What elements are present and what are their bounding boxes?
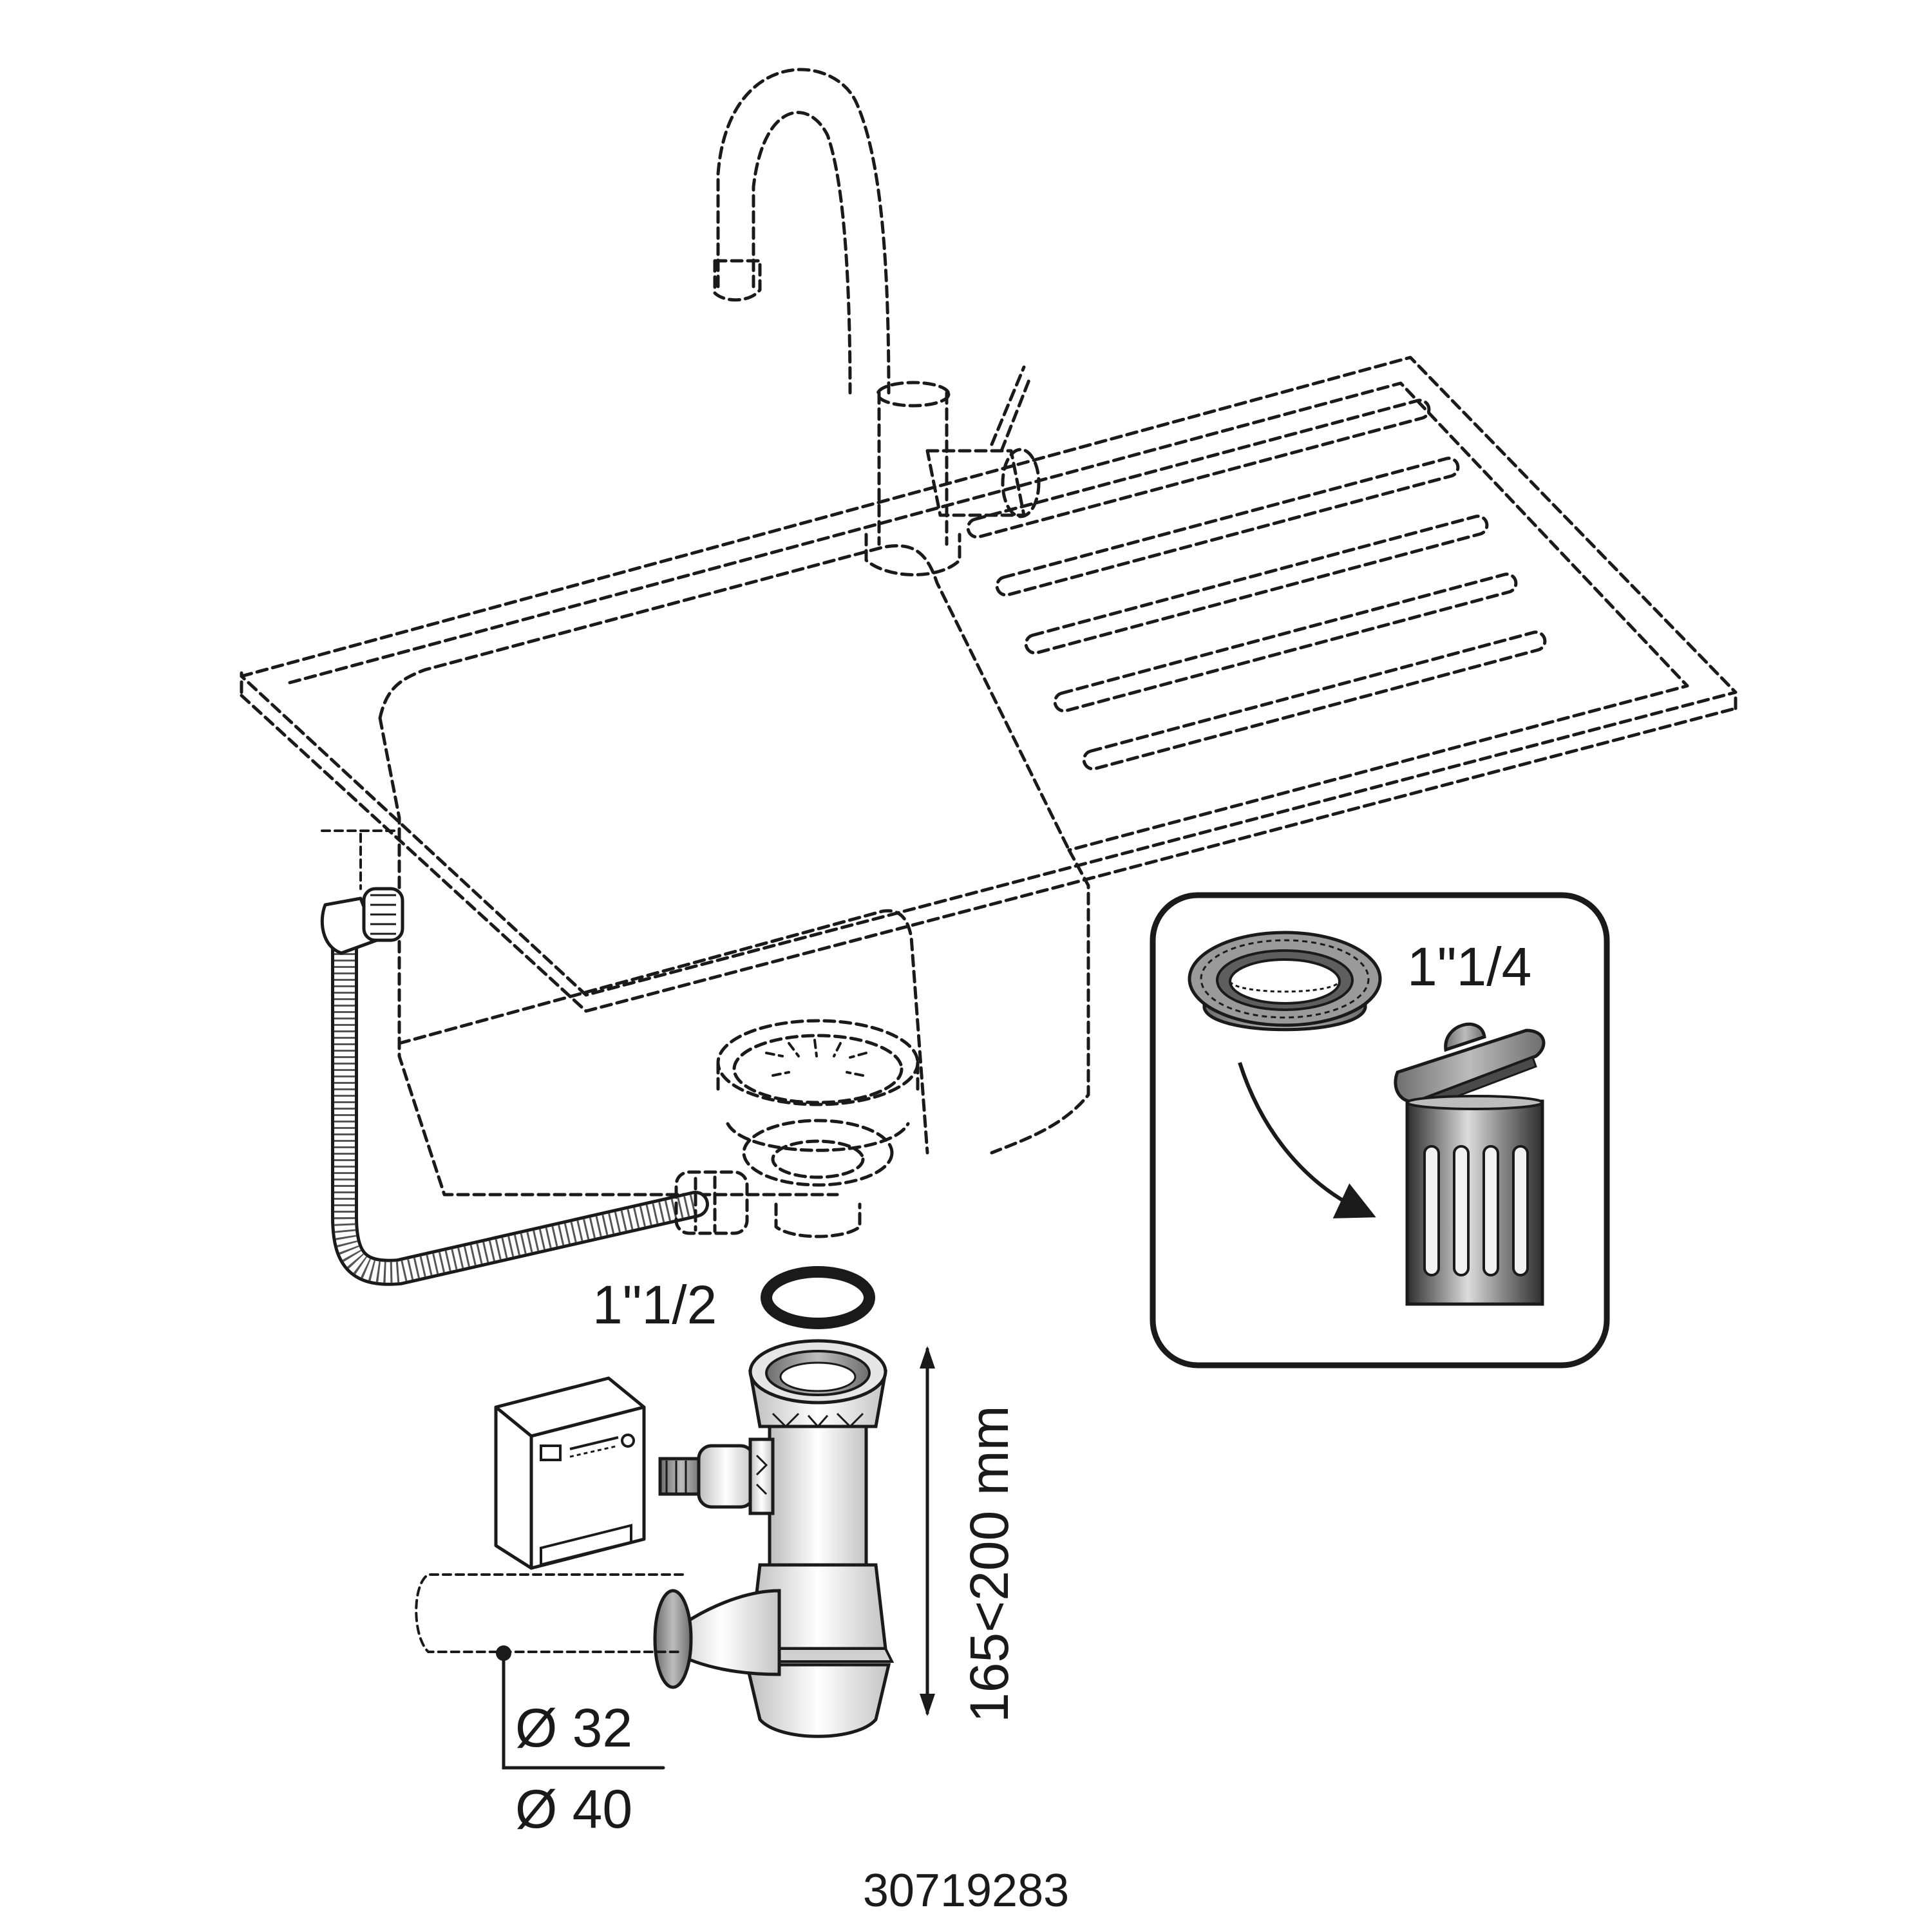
sink-with-drainboard [240, 355, 1738, 1197]
pipe-diameter-large-label: Ø 40 [515, 1779, 632, 1839]
height-range-label: 165<200 mm [959, 1405, 1019, 1723]
strainer-basket [1394, 1022, 1546, 1306]
tap [713, 68, 1041, 576]
height-dimension: 165<200 mm [920, 1346, 1019, 1723]
seal-ring [761, 1266, 875, 1329]
replace-arrow [1238, 1062, 1376, 1218]
bottle-trap [653, 1339, 895, 1738]
product-code: 30719283 [863, 1865, 1069, 1917]
seal-ring-group: 1"1/2 [592, 1266, 875, 1335]
thread-adapter [1188, 931, 1382, 1032]
wall-pipe: Ø 32 Ø 40 [415, 1573, 684, 1839]
inset-panel: 1"1/4 [1150, 892, 1610, 1368]
overflow-hose [320, 887, 709, 1286]
waste-outlet-size-label: 1"1/2 [592, 1274, 717, 1335]
pipe-diameter-small-label: Ø 32 [515, 1698, 632, 1758]
basket-thread-size-label: 1"1/4 [1407, 936, 1531, 997]
washing-machine [494, 1376, 646, 1570]
washing-machine-inlet [658, 1437, 775, 1515]
drainboard-grooves [966, 399, 1547, 771]
basket-strainer [674, 1019, 920, 1238]
